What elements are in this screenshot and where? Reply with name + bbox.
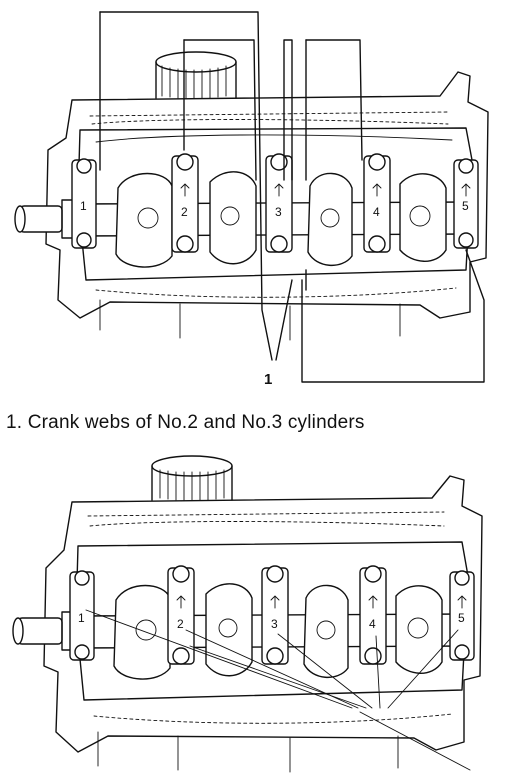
bottom-journal-labels: 1 2 3 4 5 [78,611,465,631]
journal-label-5: 5 [462,199,469,213]
main-bearing-caps [71,153,479,253]
main-bearing-caps [69,565,475,665]
journal-label-1: 1 [78,611,85,625]
engine-block-outline [43,475,483,773]
callout-number: 1 [264,371,272,388]
journal-label-4: 4 [369,617,376,631]
journal-label-3: 3 [275,205,282,219]
figure-caption: 1. Crank webs of No.2 and No.3 cylinders [6,412,365,433]
journal-label-1: 1 [80,199,87,213]
top-journal-labels: 1 2 3 4 5 [80,199,469,219]
journal-label-2: 2 [181,205,188,219]
oil-filter [155,51,237,99]
crankshaft [12,583,469,680]
journal-label-4: 4 [373,205,380,219]
journal-label-2: 2 [177,617,184,631]
journal-label-5: 5 [458,611,465,625]
journal-label-3: 3 [271,617,278,631]
top-crankshaft-figure: 1 2 3 4 5 1 [14,11,489,388]
top-crankshaft-drawing: 1 2 3 4 5 1 [14,11,489,388]
oil-filter [151,455,233,501]
bottom-crankshaft-figure: 1 2 3 4 5 [0,450,512,774]
bottom-crankshaft-drawing: 1 2 3 4 5 [12,455,483,773]
converging-leader-lines [85,609,471,771]
callout-leader-lines [99,11,485,383]
